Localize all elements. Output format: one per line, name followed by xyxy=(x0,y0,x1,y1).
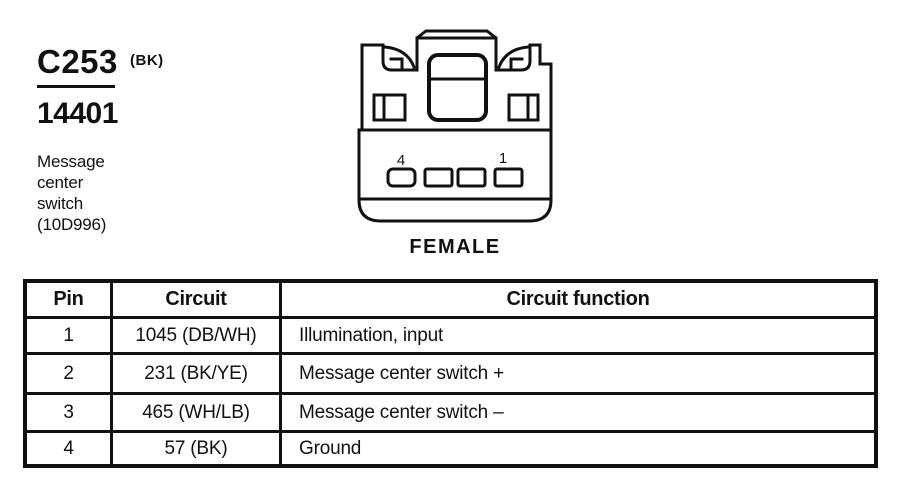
pin4-label: 4 xyxy=(397,152,405,169)
connector-lower-body xyxy=(357,128,553,223)
row4-function: Ground xyxy=(299,437,362,459)
row2-function: Message center switch + xyxy=(282,355,874,395)
right-hook-detail xyxy=(497,45,530,70)
pin-cavities xyxy=(386,167,524,188)
connector-description: Message center switch (10D996) xyxy=(37,151,106,235)
connector-description-line2: switch (10D996) xyxy=(37,194,107,234)
row1-function: Illumination, input xyxy=(282,319,874,355)
row4-pin: 4 xyxy=(27,433,113,464)
row1-circuit: 1045 (DB/WH) xyxy=(113,319,282,355)
column-header-pin: Pin xyxy=(27,283,113,319)
row2-pin: 2 xyxy=(27,355,113,395)
column-header-function: Circuit function xyxy=(282,283,874,319)
connector-description-line1: Message center xyxy=(37,152,105,192)
row3-pin: 3 xyxy=(27,395,113,433)
row3-function: Message center switch – xyxy=(282,395,874,433)
header-underline xyxy=(37,85,115,88)
pin1-label: 1 xyxy=(499,150,507,167)
row3-circuit: 465 (WH/LB) xyxy=(113,395,282,433)
right-window xyxy=(507,93,540,122)
column-header-circuit: Circuit xyxy=(113,283,282,319)
row1-pin: 1 xyxy=(27,319,113,355)
left-hook-detail xyxy=(383,45,416,70)
latch-button xyxy=(427,53,488,122)
pin-table: Pin Circuit Circuit function 1 1045 (DB/… xyxy=(23,279,878,468)
pin-cavity-4 xyxy=(386,167,417,188)
row4-circuit: 57 (BK) xyxy=(113,433,282,464)
connector-diagram: 4 1 FEMALE xyxy=(357,29,553,258)
connector-upper-body xyxy=(360,29,553,132)
pin-cavity-3 xyxy=(423,167,454,188)
connector-id: C253 xyxy=(37,43,118,80)
pin-cavity-2 xyxy=(456,167,487,188)
gender-label: FEMALE xyxy=(409,236,500,258)
left-window xyxy=(372,93,407,122)
part-number: 14401 xyxy=(37,97,118,130)
connector-color-code: (BK) xyxy=(130,52,164,69)
pin-cavity-1 xyxy=(493,167,524,188)
row2-circuit: 231 (BK/YE) xyxy=(113,355,282,395)
